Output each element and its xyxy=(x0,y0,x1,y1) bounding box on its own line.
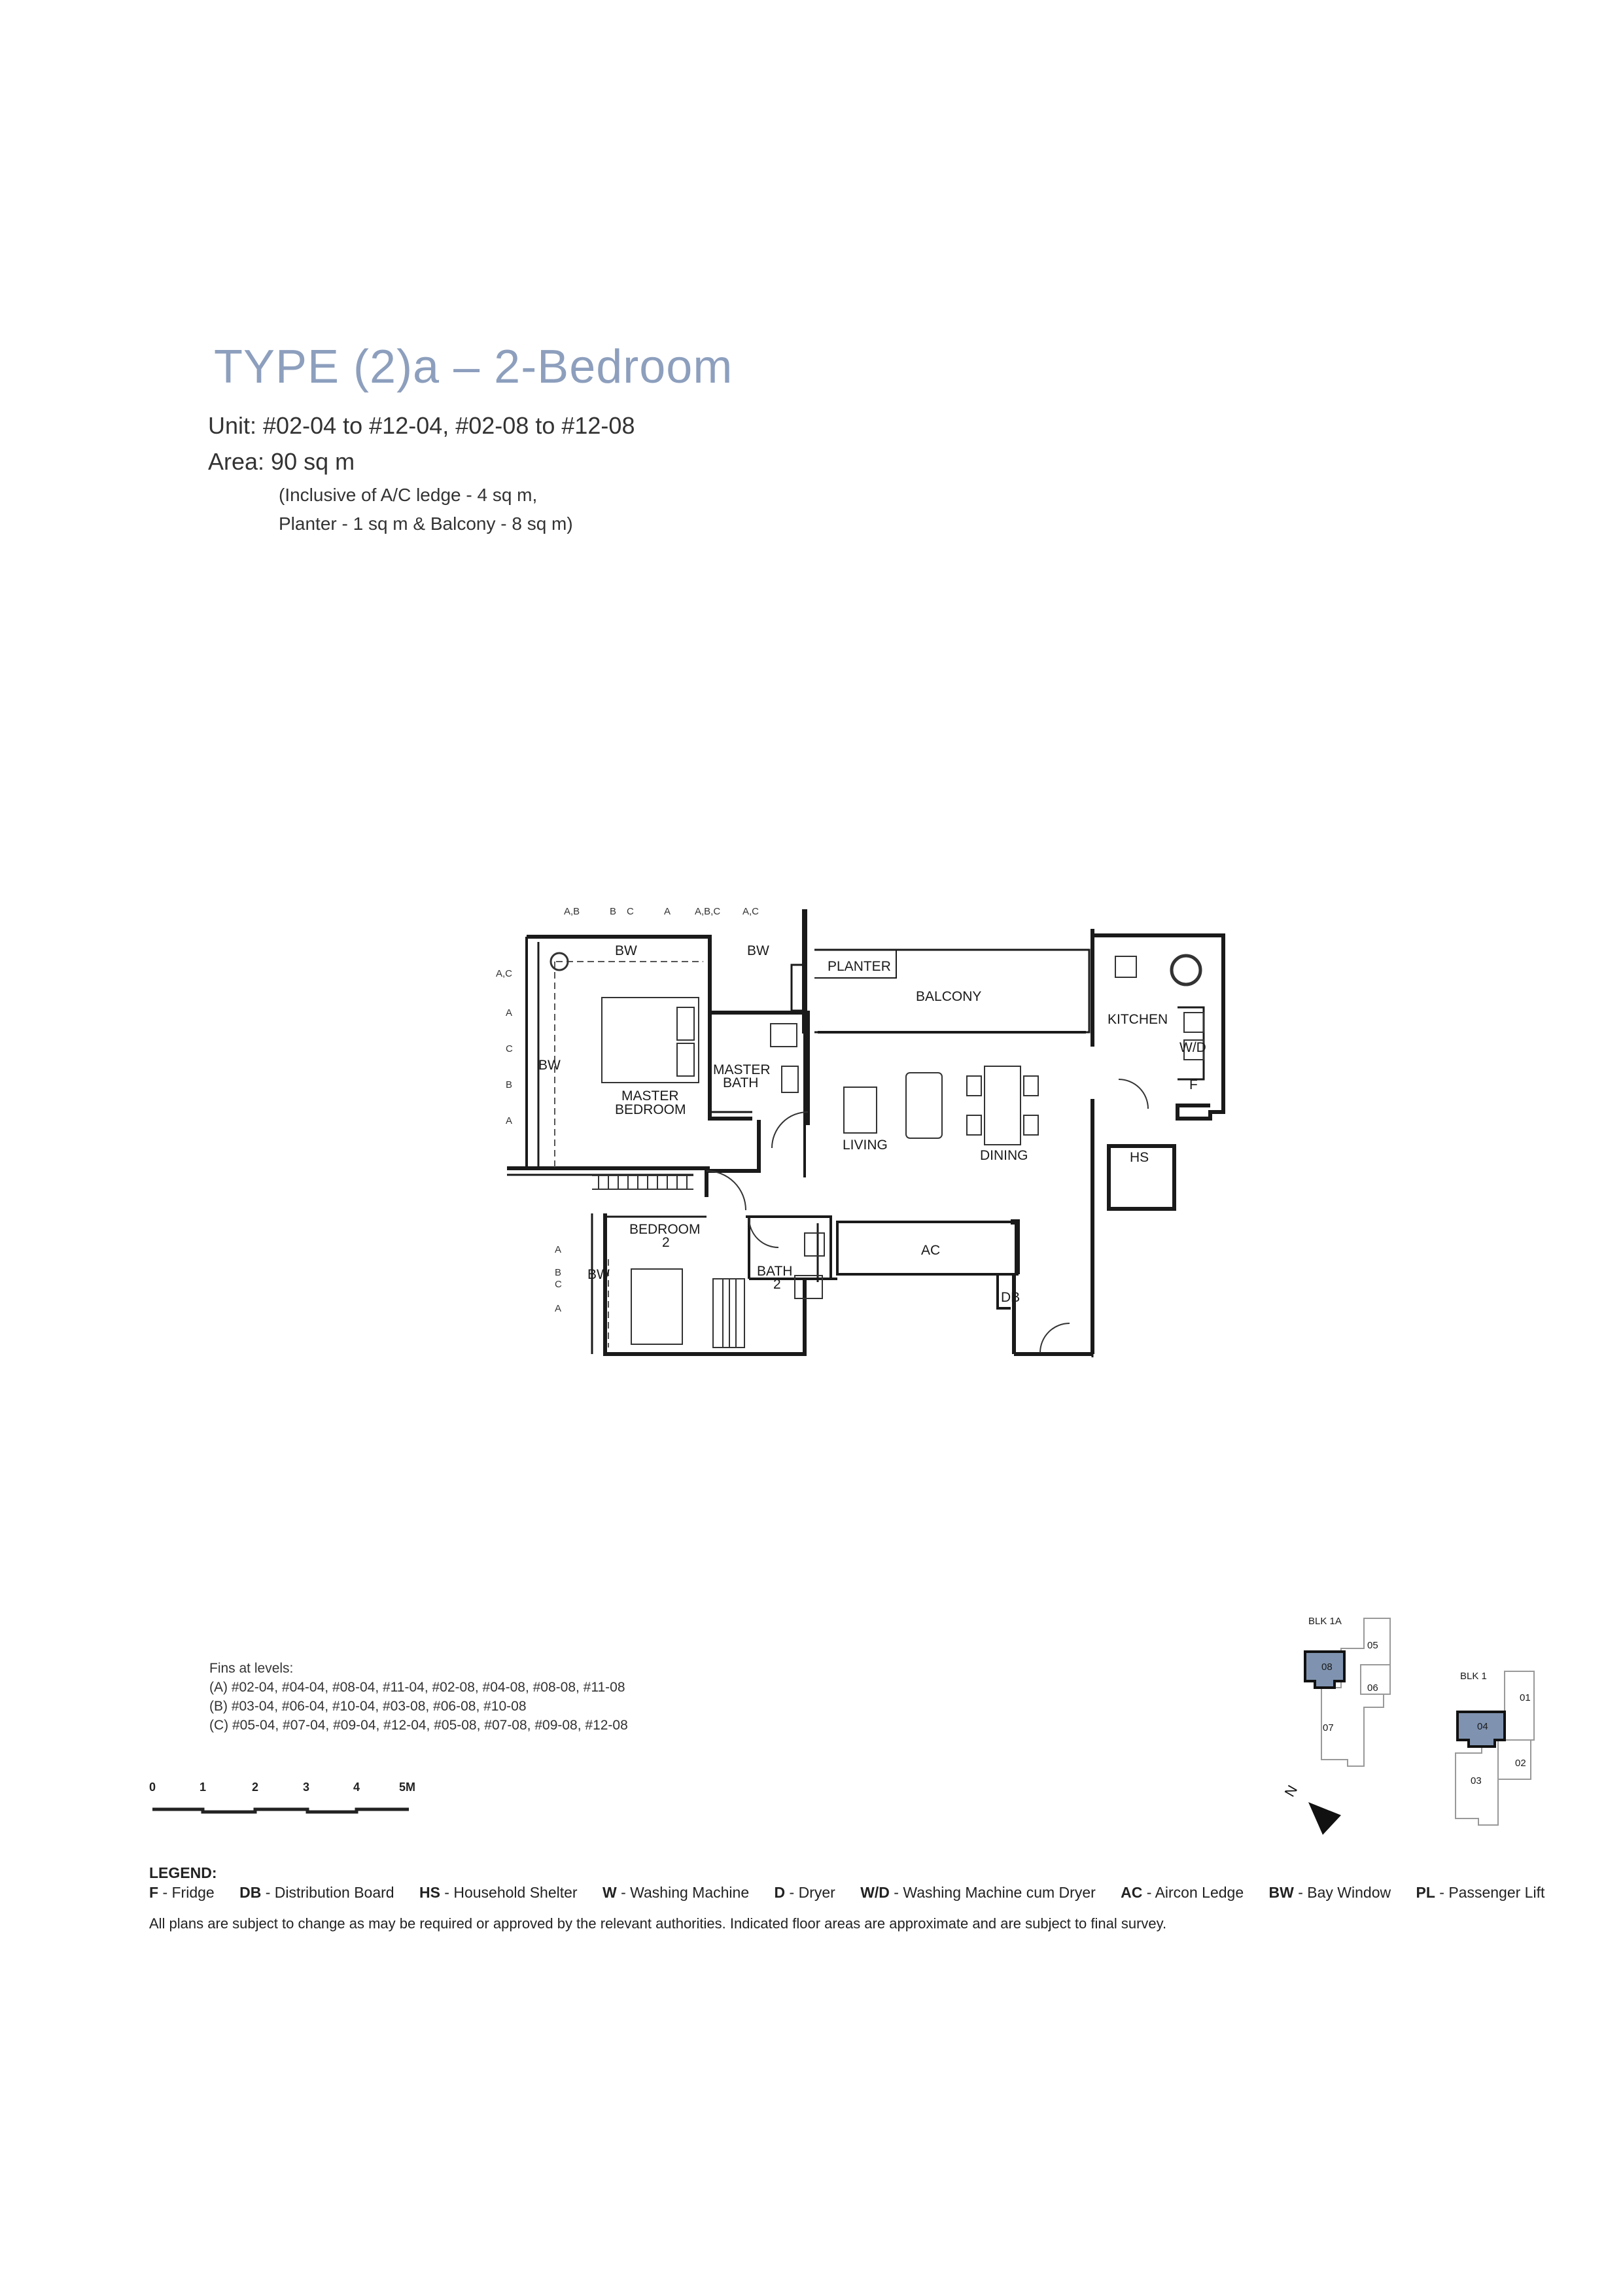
label-master-bath-2: BATH xyxy=(723,1075,758,1090)
key-blk1a-label: BLK 1A xyxy=(1308,1616,1342,1627)
fin-marker: A xyxy=(555,1244,561,1255)
fin-marker: A,B,C xyxy=(695,906,720,917)
dining-table xyxy=(984,1066,1021,1145)
north-arrow: N xyxy=(1282,1783,1341,1835)
legend-item: HS - Household Shelter xyxy=(419,1884,578,1901)
label-bw-top-right: BW xyxy=(747,943,769,958)
legend-item: F - Fridge xyxy=(149,1884,215,1901)
legend-item: DB - Distribution Board xyxy=(239,1884,394,1901)
fins-levels: Fins at levels: (A) #02-04, #04-04, #08-… xyxy=(209,1659,628,1735)
area-breakdown-line-1: (Inclusive of A/C ledge - 4 sq m, xyxy=(279,485,538,505)
area-breakdown: (Inclusive of A/C ledge - 4 sq m, Plante… xyxy=(279,481,573,538)
scale-bar xyxy=(152,1807,409,1814)
legend-item: BW - Bay Window xyxy=(1268,1884,1391,1901)
fins-c: (C) #05-04, #07-04, #09-04, #12-04, #05-… xyxy=(209,1718,628,1733)
fin-marker: B xyxy=(506,1079,512,1090)
label-bath-2-2: 2 xyxy=(773,1277,781,1292)
key-unit: 01 xyxy=(1520,1692,1531,1703)
label-master-bedroom-2: BEDROOM xyxy=(615,1102,686,1117)
household-shelter xyxy=(1107,1144,1176,1211)
page-title: TYPE (2)a – 2-Bedroom xyxy=(214,341,733,393)
bed-2 xyxy=(631,1268,683,1345)
unit-04-highlight xyxy=(1456,1711,1506,1748)
legend-title: LEGEND: xyxy=(149,1864,217,1881)
label-planter: PLANTER xyxy=(828,959,891,974)
fin-marker: A xyxy=(506,1115,512,1126)
fin-marker: A,C xyxy=(496,968,512,979)
tv-console xyxy=(843,1087,877,1134)
label-bath-2-1: BATH xyxy=(757,1264,792,1279)
fin-marker: A xyxy=(506,1007,512,1018)
key-unit: 06 xyxy=(1367,1682,1378,1694)
scale-label: 0 xyxy=(149,1781,156,1794)
scale-label: 1 xyxy=(200,1781,206,1794)
fins-a: (A) #02-04, #04-04, #08-04, #11-04, #02-… xyxy=(209,1680,625,1695)
label-bw-bed2: BW xyxy=(587,1267,610,1282)
key-unit: 03 xyxy=(1471,1775,1482,1786)
key-plan-blk1a xyxy=(1304,1618,1391,1767)
label-bedroom-2-1: BEDROOM xyxy=(629,1222,701,1237)
north-label: N xyxy=(1282,1783,1301,1800)
wall-master-bath xyxy=(708,937,752,1121)
legend-item: AC - Aircon Ledge xyxy=(1121,1884,1244,1901)
key-plan-blk1 xyxy=(1455,1671,1535,1826)
label-balcony: BALCONY xyxy=(916,989,981,1004)
label-bw-left: BW xyxy=(538,1058,561,1073)
fin-marker: B xyxy=(610,906,616,917)
legend-items: F - Fridge DB - Distribution Board HS - … xyxy=(149,1884,1544,1902)
label-wd: W/D xyxy=(1179,1040,1206,1055)
key-unit: 08 xyxy=(1321,1661,1333,1673)
legend-item: W/D - Washing Machine cum Dryer xyxy=(860,1884,1096,1901)
label-living: LIVING xyxy=(843,1138,888,1153)
fin-marker: C xyxy=(627,906,634,917)
legend-item: W - Washing Machine xyxy=(602,1884,750,1901)
legend-item: D - Dryer xyxy=(774,1884,835,1901)
unit-numbers: Unit: #02-04 to #12-04, #02-08 to #12-08 xyxy=(208,412,635,439)
disclaimer: All plans are subject to change as may b… xyxy=(149,1915,1167,1932)
key-unit: 04 xyxy=(1477,1721,1488,1732)
fin-marker: A xyxy=(555,1303,561,1314)
unit-08-highlight xyxy=(1304,1650,1346,1689)
fin-marker: A,B xyxy=(564,906,580,917)
scale-label: 2 xyxy=(252,1781,258,1794)
wall-bedroom-2 xyxy=(603,1213,807,1356)
label-db: DB xyxy=(1001,1290,1020,1305)
label-master-bedroom-1: MASTER xyxy=(621,1088,679,1104)
area-breakdown-line-2: Planter - 1 sq m & Balcony - 8 sq m) xyxy=(279,513,573,534)
legend-item: PL - Passenger Lift xyxy=(1416,1884,1545,1901)
scale-label: 3 xyxy=(303,1781,309,1794)
fins-heading: Fins at levels: xyxy=(209,1661,294,1676)
label-master-bath-1: MASTER xyxy=(713,1062,771,1077)
label-bw-top-left: BW xyxy=(615,943,637,958)
label-hs: HS xyxy=(1130,1150,1149,1165)
fin-marker: A xyxy=(664,906,671,917)
label-dining: DINING xyxy=(980,1148,1028,1163)
label-bedroom-2-2: 2 xyxy=(662,1235,670,1250)
key-blk1-label: BLK 1 xyxy=(1460,1671,1487,1682)
master-bed xyxy=(601,997,699,1083)
fin-marker: A,C xyxy=(742,906,759,917)
wall-kitchen xyxy=(1091,929,1225,1121)
label-ac: AC xyxy=(921,1243,940,1258)
fin-marker: C xyxy=(506,1043,513,1054)
label-kitchen: KITCHEN xyxy=(1108,1012,1168,1027)
fin-marker: B xyxy=(555,1267,561,1278)
scale-label: 5M xyxy=(399,1781,415,1794)
fin-marker: C xyxy=(555,1279,562,1290)
label-fridge: F xyxy=(1189,1077,1198,1092)
key-unit: 05 xyxy=(1367,1640,1378,1651)
scale-label: 4 xyxy=(353,1781,360,1794)
unit-area: Area: 90 sq m xyxy=(208,448,355,475)
key-unit: 02 xyxy=(1515,1758,1526,1769)
fins-b: (B) #03-04, #06-04, #10-04, #03-08, #06-… xyxy=(209,1699,527,1714)
key-unit: 07 xyxy=(1323,1722,1334,1733)
sofa xyxy=(905,1072,943,1139)
